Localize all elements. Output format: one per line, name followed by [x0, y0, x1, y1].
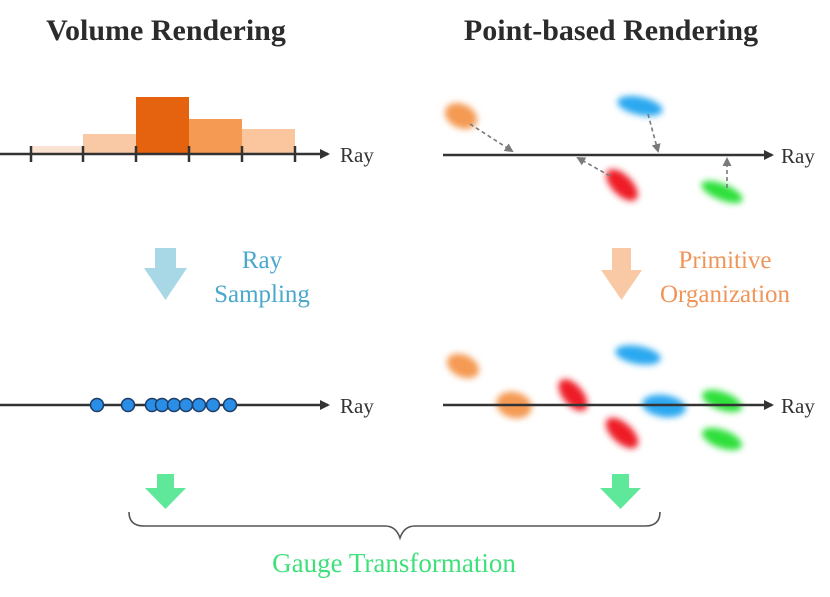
- volume-rendering-title: Volume Rendering: [46, 14, 286, 47]
- projection-arrow: [469, 123, 514, 153]
- down-arrow-orange-icon: [601, 248, 642, 300]
- ray-sampling-label-line1: Ray: [242, 247, 283, 274]
- projection-arrow: [576, 157, 611, 177]
- gauge-transformation-label: Gauge Transformation: [272, 548, 516, 578]
- histogram-bar-2: [83, 134, 136, 154]
- green-gaussian-blob: [702, 427, 742, 451]
- projection-arrow: [647, 113, 661, 153]
- red-gaussian-blob: [606, 169, 638, 201]
- sample-point: [89, 397, 105, 413]
- histogram-bar-3: [136, 97, 189, 154]
- sample-point: [191, 397, 207, 413]
- histogram-bar-5: [242, 129, 295, 154]
- histogram-bar-1: [31, 146, 83, 154]
- orange-gaussian-blob: [444, 102, 478, 130]
- primitive-organization-label-line2: Organization: [660, 281, 791, 308]
- primitives-top: [444, 95, 743, 204]
- ray-sampling-label-line2: Sampling: [214, 281, 310, 308]
- ray-label-top-left: Ray: [340, 143, 374, 167]
- primitives-bottom: [446, 345, 742, 451]
- sample-point: [154, 397, 170, 413]
- ray-label-top-right: Ray: [781, 144, 815, 168]
- sample-point: [222, 397, 238, 413]
- down-arrow-green-right-icon: [600, 474, 641, 509]
- projection-arrows: [469, 113, 732, 188]
- blue-gaussian-blob: [615, 345, 661, 365]
- volume-histogram: [31, 97, 295, 154]
- sample-point: [166, 397, 182, 413]
- down-arrow-green-left-icon: [145, 474, 186, 509]
- ray-label-bottom-right: Ray: [781, 394, 815, 418]
- point-based-rendering-title: Point-based Rendering: [464, 14, 758, 47]
- sample-point: [120, 397, 136, 413]
- blue-gaussian-blob: [617, 95, 663, 117]
- red-gaussian-blob: [605, 417, 639, 449]
- ray-label-bottom-left: Ray: [340, 394, 374, 418]
- down-arrow-blue-icon: [144, 248, 187, 300]
- green-gaussian-blob: [701, 180, 743, 204]
- sample-point: [205, 397, 221, 413]
- ray-ticks: [29, 146, 297, 162]
- curly-brace: [128, 511, 661, 541]
- histogram-bar-4: [189, 119, 242, 154]
- orange-gaussian-blob: [446, 353, 480, 379]
- green-gaussian-blob: [702, 389, 742, 413]
- sample-point: [178, 397, 194, 413]
- red-gaussian-blob: [558, 379, 588, 411]
- sample-points: [89, 397, 238, 413]
- primitive-organization-label-line1: Primitive: [678, 247, 771, 274]
